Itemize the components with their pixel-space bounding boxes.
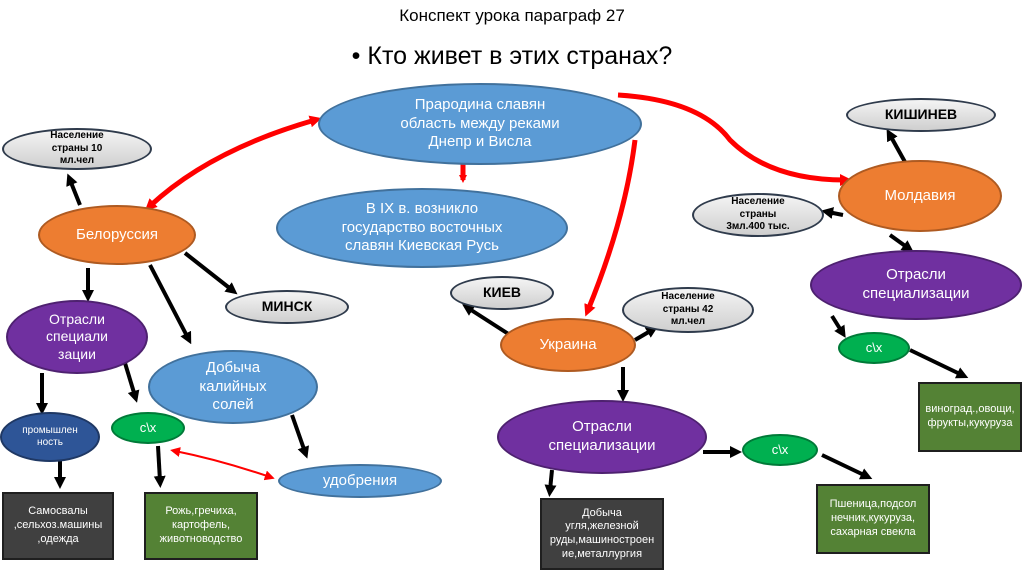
industry-node: промышлен ность (0, 412, 100, 462)
arrow-ukraine-kiev (462, 304, 512, 337)
moldova-node: Молдавия (838, 160, 1002, 232)
arrow-md-agri-products (909, 348, 969, 379)
moldova-population-node: Население страны 3мл.400 тыс. (692, 193, 824, 237)
ukraine-branches-node: Отрасли специализации (497, 400, 707, 474)
kiev-rus-node: В IX в. возникло государство восточных с… (276, 188, 568, 268)
minsk-node: МИНСК (225, 290, 349, 324)
ukraine-node: Украина (500, 318, 636, 372)
arrow-homeland-belarus (144, 115, 322, 211)
question-heading: • Кто живет в этих странах? (0, 42, 1024, 71)
agri-ukraine-node: с\х (742, 434, 818, 466)
belarus-population-node: Население страны 10 мл.чел (2, 128, 152, 170)
belarus-industry-products: Самосвалы ,сельхоз.машины ,одежда (2, 492, 114, 560)
belarus-node: Белоруссия (38, 205, 196, 265)
arrow-moldova-chisinau (886, 128, 907, 163)
agri-belarus-node: с\х (111, 412, 185, 444)
agri-moldova-node: с\х (838, 332, 910, 364)
potash-node: Добыча калийных солей (148, 350, 318, 424)
ukraine-industry-products: Добыча угля,железной руды,машиностроен и… (540, 498, 664, 570)
arrow-homeland-ukraine (584, 139, 638, 317)
arrow-belarus-pop (66, 173, 82, 206)
arrow-belarus-minsk (183, 251, 238, 295)
arrow-belarus-potash (148, 264, 192, 345)
question-text: Кто живет в этих странах? (367, 42, 673, 70)
arrow-agri-products (153, 445, 166, 488)
arrow-homeland-moldova (617, 92, 852, 186)
lesson-title: Конспект урока параграф 27 (399, 6, 625, 25)
moldova-branches-node: Отрасли специализации (810, 250, 1022, 320)
arrow-agri-fertilizer (170, 447, 275, 481)
ukraine-agri-products: Пшеница,подсол нечник,кукуруза, сахарная… (816, 484, 930, 554)
bullet-icon: • (351, 42, 361, 70)
arrow-ua-branches-products (544, 469, 557, 497)
arrow-ua-agri-products (821, 453, 873, 480)
belarus-agri-products: Рожь,гречиха, картофель, животноводство (144, 492, 258, 560)
chisinau-node: КИШИНЕВ (846, 98, 996, 132)
arrow-moldova-branches (888, 233, 914, 253)
fertilizer-node: удобрения (278, 464, 442, 498)
belarus-branches-node: Отрасли специали зации (6, 300, 148, 374)
arrow-moldova-pop (821, 207, 844, 219)
ukraine-population-node: Население страны 42 мл.чел (622, 287, 754, 333)
kiev-node: КИЕВ (450, 276, 554, 310)
moldova-agri-products: виноград.,овощи, фрукты,кукуруза (918, 382, 1022, 452)
arrow-potash-fertilizer (290, 414, 310, 459)
arrow-branches-agri (123, 362, 140, 403)
arrow-ukraine-pop (633, 326, 659, 342)
homeland-node: Прародина славян область между реками Дн… (318, 83, 642, 165)
arrow-md-branches-agri (830, 314, 846, 338)
